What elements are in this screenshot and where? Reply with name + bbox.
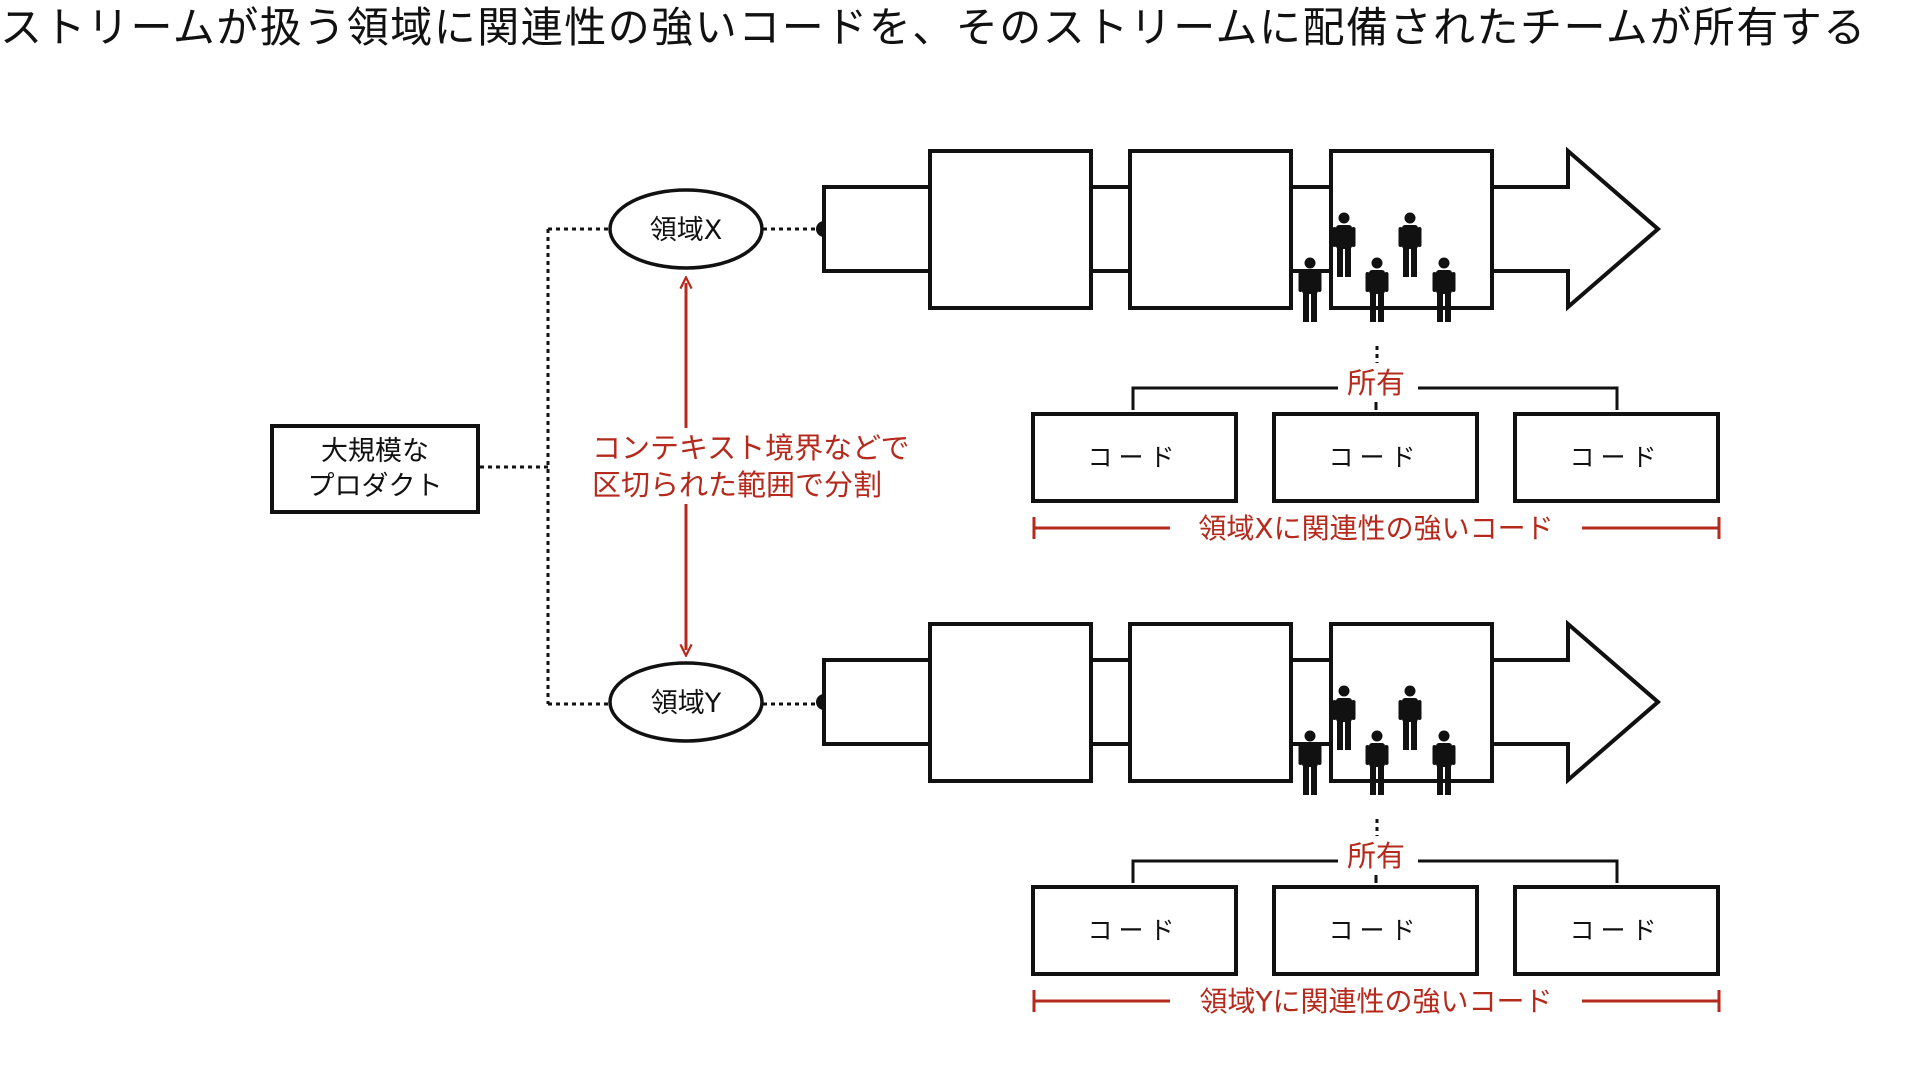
stream-x-stage-1 bbox=[928, 149, 1093, 310]
boundary-label-line1: コンテキスト境界などで bbox=[592, 431, 910, 465]
domain-x-node bbox=[608, 188, 764, 270]
code-box bbox=[1272, 885, 1479, 976]
code-box bbox=[1031, 412, 1238, 503]
stream-y: 領域Y 所有 コード コード コード 領域Yに関連性の強いコード bbox=[608, 619, 1721, 1019]
page-title: ストリームが扱う領域に関連性の強いコードを、そのストリームに配備されたチームが所… bbox=[0, 3, 1867, 52]
stream-y-stage-1 bbox=[928, 622, 1093, 783]
code-label: コード bbox=[1569, 916, 1662, 945]
domain-y-node bbox=[608, 661, 764, 743]
code-label: コード bbox=[1328, 916, 1421, 945]
code-box bbox=[1031, 885, 1238, 976]
code-box bbox=[1272, 412, 1479, 503]
product-connectors bbox=[480, 227, 822, 706]
product-node: 大規模な プロダクト bbox=[270, 424, 480, 514]
own-y-label: 所有 bbox=[1347, 839, 1405, 873]
boundary-arrow: コンテキスト境界などで 区切られた範囲で分割 bbox=[585, 283, 963, 650]
product-label-line1: 大規模な bbox=[321, 436, 429, 467]
domain-y-label: 領域Y bbox=[651, 688, 722, 719]
code-label: コード bbox=[1569, 443, 1662, 472]
span-y-label: 領域Yに関連性の強いコード bbox=[1199, 985, 1552, 1018]
code-label: コード bbox=[1328, 443, 1421, 472]
boundary-label-line2: 区切られた範囲で分割 bbox=[592, 468, 882, 502]
stream-y-stage-2 bbox=[1128, 622, 1293, 783]
domain-x-label: 領域X bbox=[650, 215, 723, 246]
stream-x-stage-2 bbox=[1128, 149, 1293, 310]
stream-x: 領域X 所有 コード コード コード 領域Xに関連性の強いコード bbox=[608, 146, 1721, 546]
own-x-label: 所有 bbox=[1347, 366, 1405, 400]
code-label: コード bbox=[1087, 443, 1180, 472]
code-box bbox=[1513, 412, 1720, 503]
code-box bbox=[1513, 885, 1720, 976]
span-x-label: 領域Xに関連性の強いコード bbox=[1198, 512, 1553, 545]
code-label: コード bbox=[1087, 916, 1180, 945]
product-label-line2: プロダクト bbox=[308, 471, 443, 502]
